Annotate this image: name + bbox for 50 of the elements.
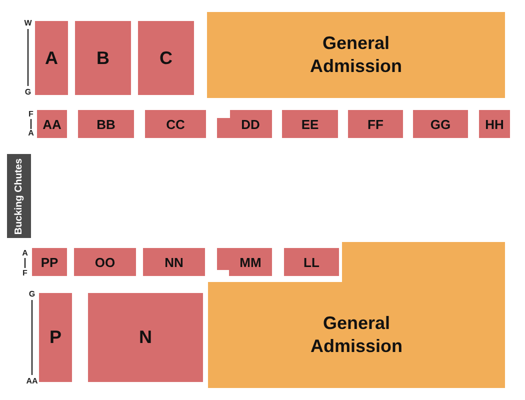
section-label: EE [301, 116, 319, 132]
section-label: LL [304, 254, 320, 270]
seating-section [35, 21, 68, 95]
section-label: GG [430, 116, 451, 132]
area-label: Bucking Chutes [14, 158, 24, 234]
row-label: AA [26, 376, 38, 386]
seating-section [37, 110, 67, 138]
seating-section [217, 110, 272, 138]
seating-section [282, 110, 338, 138]
bucking-chutes-area [7, 154, 31, 238]
seating-section [479, 110, 510, 138]
section-label: FF [368, 116, 384, 132]
row-label: G [24, 88, 32, 96]
row-label: F [28, 110, 34, 118]
row-label: A [22, 248, 28, 258]
section-label: PP [40, 254, 58, 270]
seating-section [143, 248, 205, 276]
section-label: General Admission [308, 32, 403, 78]
row-label: G [28, 290, 36, 298]
general-admission-area [207, 12, 505, 98]
section-label: OO [94, 254, 116, 270]
seating-section [138, 21, 194, 95]
section-label: BB [96, 116, 116, 132]
seating-section [348, 110, 403, 138]
section-label: AA [42, 116, 62, 132]
seating-section [39, 293, 72, 382]
row-label: A [28, 128, 34, 138]
section-label: NN [164, 254, 184, 270]
section-label: CC [166, 116, 185, 132]
section-label: HH [485, 116, 504, 132]
seating-section [88, 293, 203, 382]
section-label: General Admission [309, 312, 404, 358]
general-admission-area [208, 242, 505, 388]
seating-section [145, 110, 206, 138]
seating-section [75, 21, 131, 95]
seating-section [217, 248, 272, 276]
seating-section [413, 110, 468, 138]
section-label: B [96, 48, 110, 68]
row-label: W [24, 18, 32, 28]
seating-section [32, 248, 67, 276]
section-label: C [160, 48, 172, 68]
section-label: DD [241, 116, 260, 132]
row-label: F [22, 268, 28, 278]
seating-section [284, 248, 339, 276]
seating-section [74, 248, 136, 276]
section-label: MM [240, 254, 262, 270]
section-label: A [45, 48, 58, 68]
section-label: P [49, 327, 62, 348]
section-label: N [139, 327, 152, 348]
seating-section [78, 110, 134, 138]
